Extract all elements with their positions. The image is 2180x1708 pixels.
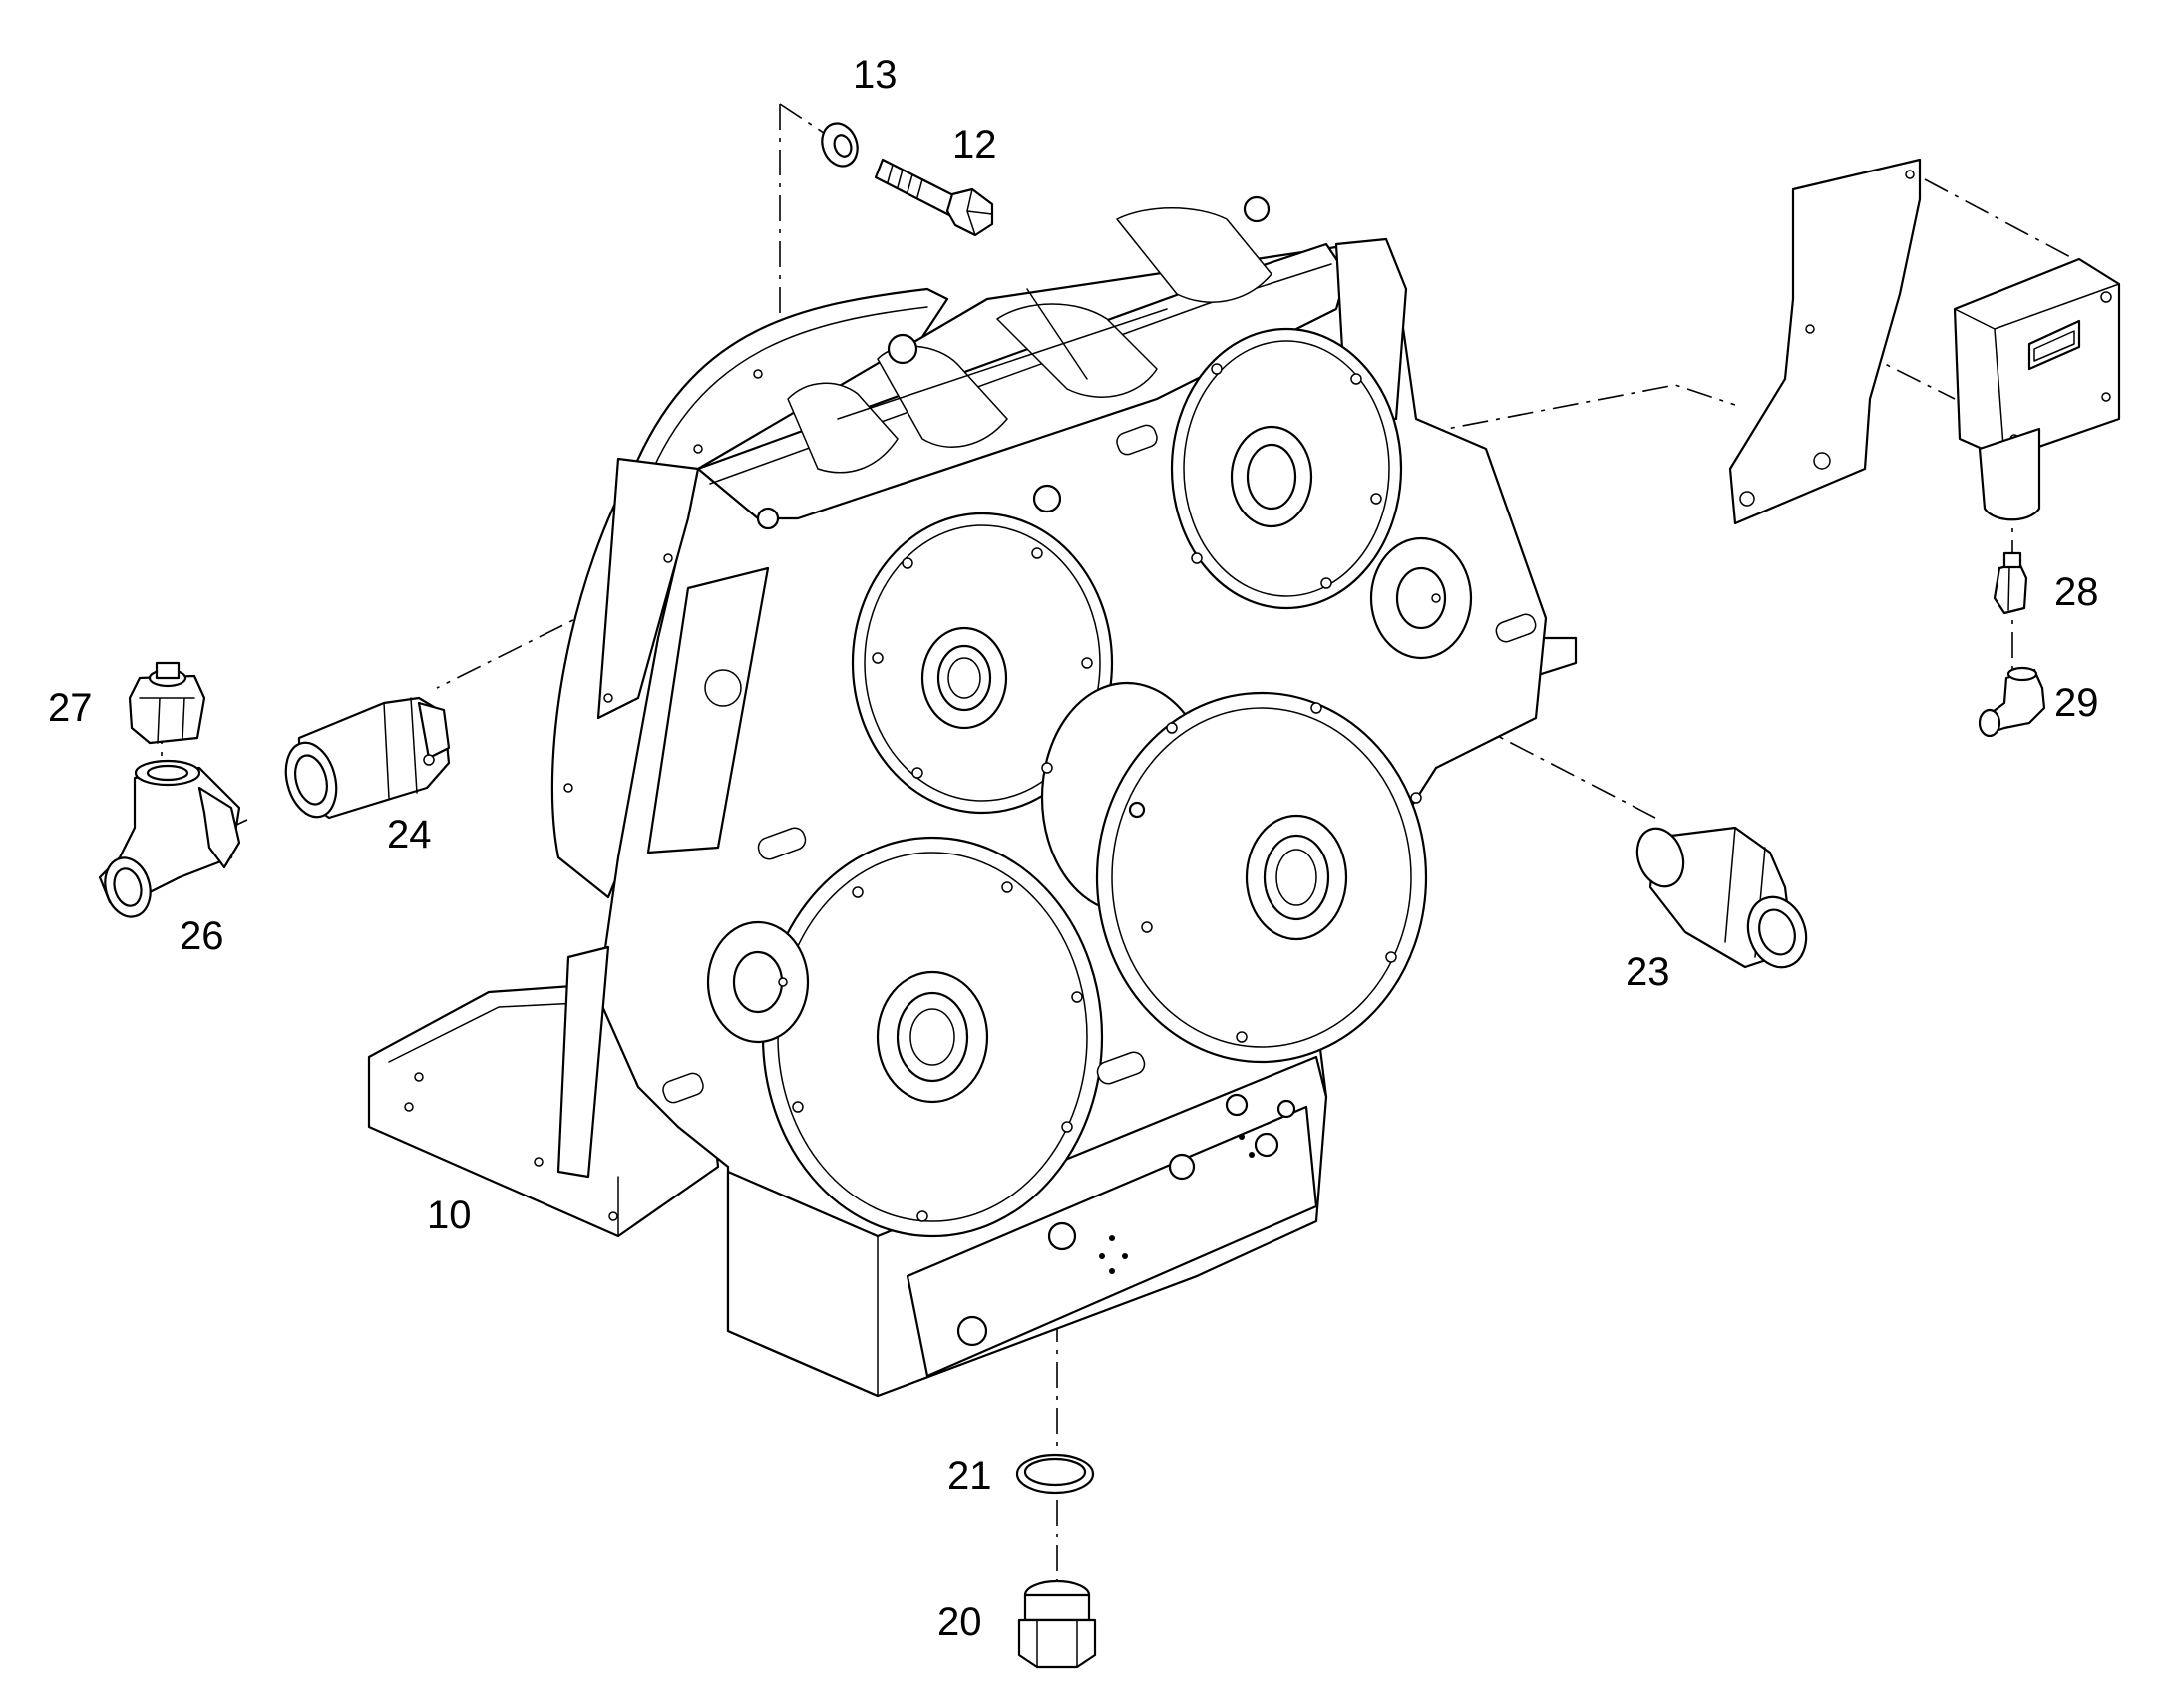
part-21-oring [1015,1453,1095,1495]
callout-27: 27 [48,686,93,730]
callout-20: 20 [937,1600,982,1644]
callout-21: 21 [947,1454,992,1498]
part-28-fitting [1993,551,2028,615]
part-26-tee-fitting [98,759,241,918]
callout-labels: 13 12 28 29 27 24 26 23 10 21 20 [48,53,2099,1644]
callout-13: 13 [853,53,898,97]
mounting-bracket [1728,158,1922,525]
callout-28: 28 [2054,570,2099,614]
part-23-adapter [1635,826,1808,969]
callout-12: 12 [952,123,997,167]
part-12-bolt [874,158,994,237]
callout-10: 10 [427,1194,472,1237]
bearing-covers [404,195,1537,1238]
callout-23: 23 [1626,950,1670,994]
part-13-washer [821,122,859,168]
part-29-elbow [1978,666,2046,738]
callout-29: 29 [2054,681,2099,725]
pressure-switch [1953,257,2121,521]
callout-24: 24 [387,813,432,856]
part-24-adapter [284,696,451,820]
callout-26: 26 [180,914,224,958]
part-27-cap-nut [128,661,206,745]
part-20-drain-plug [1017,1579,1097,1669]
